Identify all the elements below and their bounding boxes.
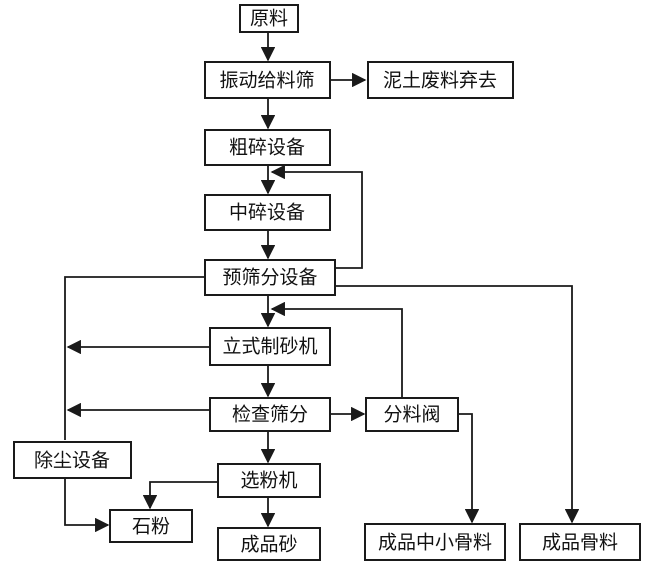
node-check-label: 检查筛分	[232, 404, 308, 426]
node-agg-label: 成品骨料	[542, 532, 618, 554]
edge-prescreen-left-to-dust	[64, 276, 205, 440]
node-raw-label: 原料	[250, 8, 288, 30]
node-dust-collector: 除尘设备	[13, 441, 132, 479]
node-stone-powder: 石粉	[109, 509, 193, 543]
node-splitter-valve: 分料阀	[365, 397, 459, 432]
node-stone-powder-label: 石粉	[132, 516, 170, 538]
edges	[64, 32, 580, 533]
node-coarse-label: 粗碎设备	[229, 137, 305, 159]
node-raw: 原料	[239, 4, 299, 33]
node-prescreen: 预筛分设备	[204, 259, 336, 296]
node-sand-label: 成品砂	[240, 534, 297, 556]
node-finished-sand: 成品砂	[217, 527, 321, 561]
node-waste-label: 泥土废料弃去	[383, 70, 497, 92]
node-check-screen: 检查筛分	[209, 397, 331, 432]
edge-prescreen-return-to-medium	[270, 164, 363, 269]
node-coarse-crusher: 粗碎设备	[204, 129, 331, 166]
edge-valve-to-fine-agg	[458, 413, 480, 524]
node-valve-label: 分料阀	[383, 404, 440, 426]
node-medium-crusher: 中碎设备	[204, 194, 331, 231]
node-classifier-label: 选粉机	[240, 470, 297, 492]
node-dust-label: 除尘设备	[34, 450, 110, 472]
node-vib-label: 振动给料筛	[219, 70, 314, 92]
node-medium-label: 中碎设备	[229, 202, 305, 224]
node-finished-fine-aggregate: 成品中小骨料	[364, 523, 506, 561]
edge-valve-return-to-vsi	[270, 301, 403, 398]
node-waste: 泥土废料弃去	[367, 61, 514, 99]
node-powder-classifier: 选粉机	[217, 463, 321, 498]
node-vertical-sand-maker: 立式制砂机	[209, 327, 331, 366]
edge-dust-to-stone-powder	[64, 478, 110, 533]
node-vibrating-feeder-screen: 振动给料筛	[204, 61, 331, 99]
edge-classifier-to-stone-powder	[142, 481, 218, 510]
edge-prescreen-to-agg	[335, 285, 580, 524]
node-finished-aggregate: 成品骨料	[519, 523, 641, 561]
node-prescreen-label: 预筛分设备	[222, 267, 317, 289]
node-fine-agg-label: 成品中小骨料	[378, 532, 492, 554]
node-vsi-label: 立式制砂机	[222, 336, 317, 358]
